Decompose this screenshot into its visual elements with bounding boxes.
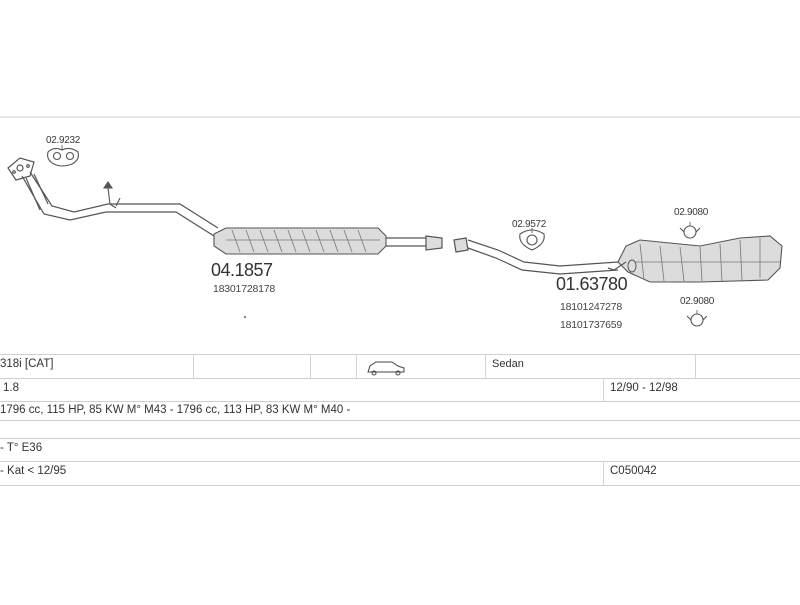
clamp-label: 02.9080	[674, 207, 709, 218]
years-cell: 12/90 - 12/98	[610, 382, 678, 394]
rear-muffler	[607, 235, 783, 283]
body-type-cell: Sedan	[492, 358, 524, 370]
front-muffler-code: 04.1857	[211, 260, 273, 280]
table-divider	[0, 438, 800, 439]
table-divider	[485, 354, 486, 378]
front-muffler-oe: 18301728178	[213, 283, 276, 295]
front-pipe	[21, 171, 219, 237]
kat-cell: - Kat < 12/95	[0, 465, 67, 477]
table-divider	[356, 354, 357, 378]
gasket-icon	[47, 147, 79, 167]
reference-cell: C050042	[610, 465, 657, 477]
sedan-car-icon	[367, 361, 405, 376]
sensor-icon	[102, 181, 121, 209]
table-divider	[0, 378, 800, 379]
gasket-label: 02.9232	[46, 135, 81, 146]
front-muffler	[213, 227, 387, 255]
rear-muffler-oe-2: 18101737659	[560, 319, 623, 331]
table-divider	[603, 461, 604, 485]
clamp-label: 02.9080	[680, 296, 715, 307]
table-divider	[0, 401, 800, 402]
type-cell: - T° E36	[0, 442, 43, 454]
specs-cell: 1796 cc, 115 HP, 85 KW M° M43 - 1796 cc,…	[0, 404, 351, 416]
table-divider	[310, 354, 311, 378]
clamp-icon	[686, 313, 708, 327]
table-divider	[0, 461, 800, 462]
rear-muffler-oe-1: 18101247278	[560, 301, 623, 313]
mid-pipe	[386, 235, 619, 275]
engine-cell: 1.8	[3, 382, 19, 394]
manifold-flange-icon	[7, 157, 35, 181]
table-divider	[193, 354, 194, 378]
model-cell: 318i [CAT]	[0, 358, 54, 370]
table-divider	[695, 354, 696, 378]
clamp-icon	[679, 225, 701, 239]
rear-muffler-code: 01.63780	[556, 274, 628, 294]
gasket-label: 02.9572	[512, 219, 547, 230]
table-divider	[0, 485, 800, 486]
table-divider	[0, 354, 800, 355]
table-divider	[0, 420, 800, 421]
table-divider	[603, 378, 604, 401]
